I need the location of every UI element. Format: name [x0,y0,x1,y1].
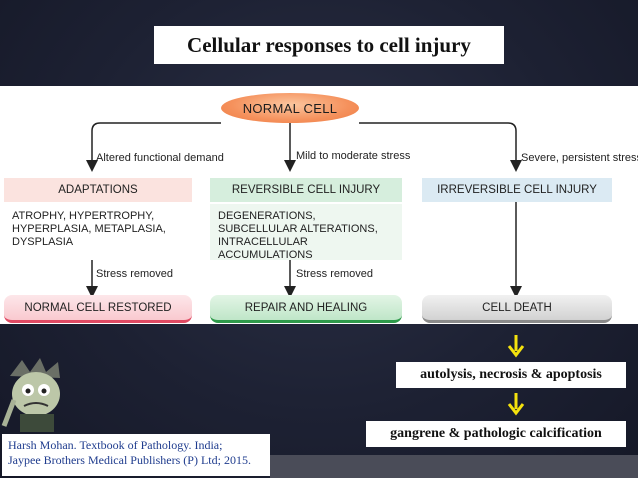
adaptations-header: ADAPTATIONS [4,178,192,202]
adaptations-body: ATROPHY, HYPERTROPHY, HYPERPLASIA, METAP… [4,204,192,260]
adaptations-line-3: DYSPLASIA [12,236,74,248]
result-box-gangrene: gangrene & pathologic calcification [366,421,626,447]
outcome-normal-cell-restored: NORMAL CELL RESTORED [4,295,192,323]
cell-injury-diagram: NORMAL CELL Altered functional demand Mi… [0,86,638,324]
yellow-arrow-down-icon [507,335,525,358]
yellow-arrow-down-icon [507,393,525,416]
branch-label-mild-stress: Mild to moderate stress [296,150,411,162]
adaptations-line-2: HYPERPLASIA, METAPLASIA, [12,223,166,235]
diagram-connectors [86,122,522,298]
result-autolysis-text: autolysis, necrosis & apoptosis [420,367,602,382]
slide-title: Cellular responses to cell injury [187,32,471,57]
reversible-line-2: SUBCELLULAR ALTERATIONS, [218,223,378,235]
citation-line-1: Harsh Mohan. Textbook of Pathology. Indi… [8,438,223,452]
reversible-body: DEGENERATIONS, SUBCELLULAR ALTERATIONS, … [210,204,402,261]
adaptations-transition-label: Stress removed [96,268,174,280]
branch-label-altered-demand: Altered functional demand [96,152,224,164]
reversible-line-3: INTRACELLULAR ACCUMULATIONS [218,236,313,261]
footer-bar [270,455,638,478]
cartoon-character-icon [1,358,60,432]
reversible-line-1: DEGENERATIONS, [218,210,316,222]
outcome-repair-and-healing: REPAIR AND HEALING [210,295,402,323]
normal-cell-node: NORMAL CELL [221,93,359,123]
branch-label-severe-stress: Severe, persistent stress [521,152,638,164]
result-box-autolysis: autolysis, necrosis & apoptosis [396,362,626,388]
slide-title-box: Cellular responses to cell injury [154,26,504,64]
irreversible-header: IRREVERSIBLE CELL INJURY [422,178,612,202]
citation-box: Harsh Mohan. Textbook of Pathology. Indi… [2,434,270,476]
reversible-header: REVERSIBLE CELL INJURY [210,178,402,202]
citation-line-2: Jaypee Brothers Medical Publishers (P) L… [8,453,251,467]
outcome-cell-death: CELL DEATH [422,295,612,323]
result-gangrene-text: gangrene & pathologic calcification [390,426,602,441]
adaptations-line-1: ATROPHY, HYPERTROPHY, [12,210,155,222]
reversible-transition-label: Stress removed [296,268,374,280]
